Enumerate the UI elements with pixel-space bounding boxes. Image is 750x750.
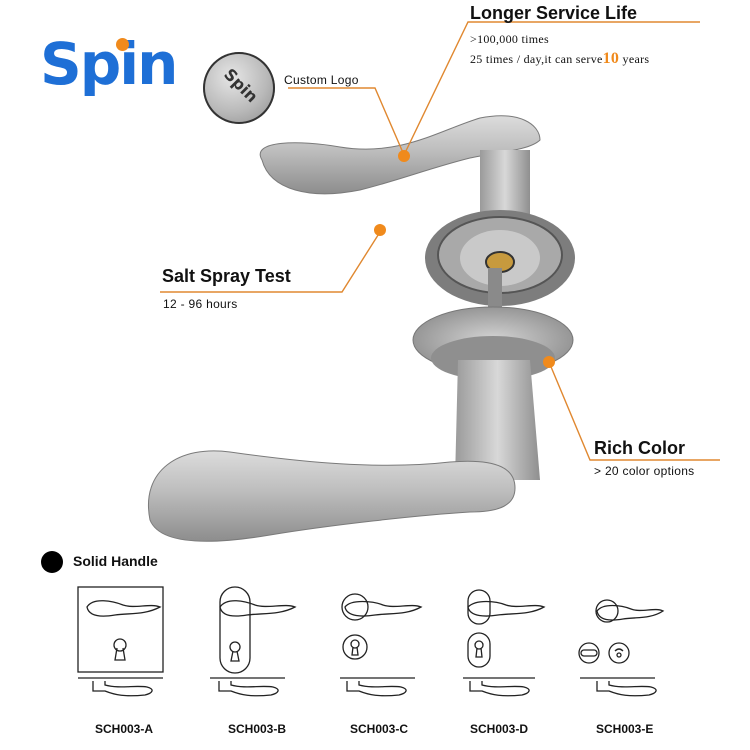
service-life-years-highlight: 10: [602, 50, 620, 67]
lower-neck: [455, 360, 540, 480]
callout-lines: [160, 21, 720, 461]
model-label-c: SCH003-C: [350, 722, 409, 736]
model-label-d: SCH003-D: [470, 722, 529, 736]
salt-spray-title: Salt Spray Test: [162, 266, 291, 286]
door-handle-illustration: [148, 115, 575, 542]
service-life-line2-suffix: years: [622, 52, 650, 66]
model-label-b: SCH003-B: [228, 722, 287, 736]
section-label: Solid Handle: [73, 553, 158, 569]
brand-logo-dot: [116, 38, 129, 51]
brand-logo: Spin: [40, 30, 178, 98]
model-label-e: SCH003-E: [596, 722, 654, 736]
upper-neck: [480, 150, 530, 215]
salt-spray-detail: 12 - 96 hours: [163, 297, 238, 311]
rich-color-title: Rich Color: [594, 438, 686, 458]
section-bullet-icon: [41, 551, 63, 573]
service-life-line1: >100,000 times: [470, 32, 549, 46]
model-a-drawing: [77, 586, 164, 697]
service-life-line2: 25 times / day,it can serve10 years: [470, 50, 649, 68]
brand-logo-text: Spin: [40, 30, 178, 98]
model-label-a: SCH003-A: [95, 722, 154, 736]
service-life-title: Longer Service Life: [470, 3, 638, 23]
custom-logo-label: Custom Logo: [284, 73, 359, 87]
model-c-drawing: [340, 593, 423, 697]
model-e-drawing: [578, 599, 665, 697]
custom-logo-inset: Spin: [203, 52, 275, 124]
rich-color-detail: > 20 color options: [594, 464, 695, 478]
lower-lever: [148, 450, 516, 542]
model-b-drawing: [210, 586, 297, 697]
model-d-drawing: [463, 589, 546, 697]
service-life-line2-prefix: 25 times / day,it can serve: [470, 52, 603, 66]
